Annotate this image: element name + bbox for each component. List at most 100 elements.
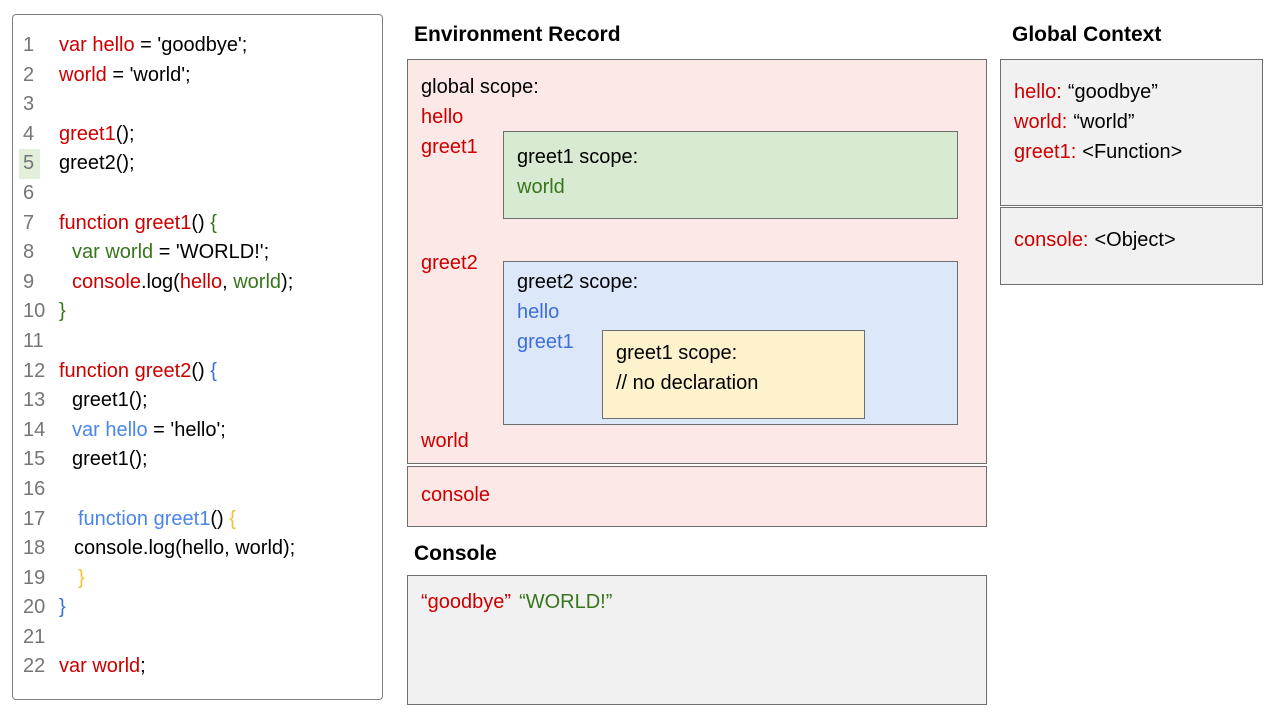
- console-title: Console: [414, 542, 497, 565]
- code-text: world = 'world';: [59, 61, 191, 91]
- line-number: 16: [23, 477, 46, 500]
- code-token: (): [191, 359, 211, 382]
- code-token: console: [72, 270, 141, 293]
- binding-name: world:: [1014, 111, 1068, 133]
- binding-value: <Object>: [1094, 229, 1176, 251]
- code-text: console.log(hello, world);: [59, 534, 295, 564]
- code-text: var hello = 'hello';: [59, 416, 226, 446]
- console-output-world: “WORLD!”: [519, 591, 613, 613]
- code-line-21: 21: [13, 623, 382, 653]
- line-number: 2: [23, 63, 35, 86]
- code-text: function greet1() {: [59, 505, 236, 535]
- code-line-2: 2 world = 'world';: [13, 61, 382, 91]
- line-number: 9: [23, 270, 35, 293]
- code-token: {: [210, 359, 217, 382]
- line-number: 17: [23, 507, 46, 530]
- line-number: 1: [23, 34, 35, 56]
- code-token: }: [78, 566, 85, 589]
- line-number: 11: [23, 329, 44, 352]
- code-token: = 'world';: [106, 63, 191, 86]
- greet2-scope-box: greet2 scope: hello greet1 greet1 scope:…: [503, 261, 958, 425]
- binding-name: console:: [1014, 229, 1089, 251]
- line-number: 12: [23, 359, 46, 382]
- console-record-box: console: [407, 466, 987, 527]
- code-line-12: 12 function greet2() {: [13, 357, 382, 387]
- code-token: hello: [179, 270, 223, 293]
- code-token: greet1: [59, 122, 116, 145]
- current-line-highlight: 5: [19, 149, 41, 179]
- line-number: 14: [23, 418, 46, 441]
- console-output-line: “goodbye”“WORLD!”: [421, 590, 612, 615]
- code-token: world: [59, 63, 107, 86]
- code-token: world: [233, 270, 282, 293]
- code-token: (): [191, 211, 211, 234]
- greet1-scope-label: greet1 scope:: [517, 146, 639, 168]
- code-line-18: 18 console.log(hello, world);: [13, 534, 382, 564]
- greet1-var-world: world: [517, 176, 565, 198]
- code-text: function greet2() {: [59, 357, 217, 387]
- code-token: = 'hello';: [147, 418, 226, 441]
- code-line-5: 5 greet2();: [13, 149, 382, 179]
- code-token: ;: [140, 655, 146, 678]
- nested-greet1-scope-label: greet1 scope:: [616, 342, 738, 364]
- binding-world: world:“world”: [1014, 107, 1256, 137]
- global-var-world: world: [421, 430, 469, 452]
- global-scope-box: global scope: hello greet1 greet1 scope:…: [407, 59, 987, 464]
- nested-greet1-scope-box: greet1 scope: // no declaration: [602, 330, 865, 419]
- code-token: );: [281, 270, 294, 293]
- code-text: }: [59, 297, 66, 327]
- code-token: console.log(hello, world);: [74, 537, 296, 560]
- binding-value: “goodbye”: [1067, 81, 1158, 103]
- line-number: 19: [23, 566, 46, 589]
- line-number: 18: [23, 537, 46, 560]
- code-token: {: [210, 211, 217, 234]
- code-line-9: 9 console.log(hello, world);: [13, 268, 382, 298]
- code-token: greet1();: [72, 448, 148, 471]
- binding-value: “world”: [1073, 111, 1135, 133]
- line-number: 5: [13, 149, 59, 179]
- code-token: {: [229, 507, 236, 530]
- code-text: function greet1() {: [59, 209, 217, 239]
- no-declaration-comment: // no declaration: [616, 372, 759, 394]
- code-token: function greet1: [59, 211, 192, 234]
- code-text: }: [59, 593, 66, 623]
- code-token: = 'WORLD!';: [153, 241, 270, 264]
- binding-value: <Function>: [1082, 141, 1183, 163]
- code-text: greet2();: [59, 149, 135, 179]
- code-line-10: 10}: [13, 297, 382, 327]
- code-token: var hello: [59, 34, 135, 56]
- global-context-rows: hello:“goodbye” world:“world” greet1:<Fu…: [1014, 77, 1256, 167]
- line-number: 3: [23, 93, 35, 116]
- greet2-scope-label: greet2 scope:: [517, 271, 639, 293]
- global-scope-label: global scope:: [421, 76, 539, 98]
- code-token: ();: [115, 122, 135, 145]
- global-var-greet2: greet2: [421, 252, 478, 274]
- binding-name: hello:: [1014, 81, 1062, 103]
- code-token: var hello: [72, 418, 148, 441]
- code-text: console.log(hello, world);: [59, 268, 293, 298]
- greet1-scope-box: greet1 scope: world: [503, 131, 958, 219]
- global-context-console-box: console:<Object>: [1000, 207, 1263, 285]
- line-number: 4: [23, 122, 35, 145]
- code-text: greet1();: [59, 120, 135, 150]
- binding-console: console:<Object>: [1014, 228, 1176, 253]
- code-token: greet2();: [59, 152, 135, 175]
- line-number: 22: [23, 655, 46, 678]
- code-line-20: 20}: [13, 593, 382, 623]
- code-token: .log(: [140, 270, 180, 293]
- code-token: (): [210, 507, 230, 530]
- console-output-box: “goodbye”“WORLD!”: [407, 575, 987, 705]
- code-line-6: 6: [13, 179, 382, 209]
- console-record-label: console: [421, 484, 490, 506]
- code-token: }: [59, 300, 66, 323]
- code-line-16: 16: [13, 475, 382, 505]
- line-number: 10: [23, 300, 46, 323]
- line-number: 8: [23, 241, 35, 264]
- global-context-variables-box: hello:“goodbye” world:“world” greet1:<Fu…: [1000, 59, 1263, 206]
